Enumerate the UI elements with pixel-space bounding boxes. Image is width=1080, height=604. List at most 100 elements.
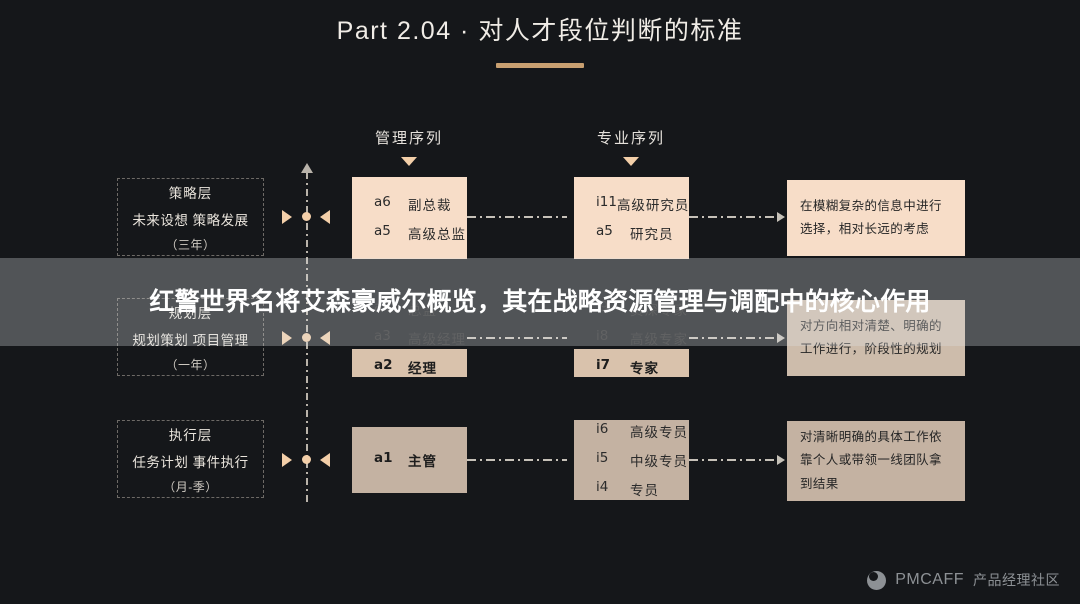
grade-code: a1 <box>374 450 393 466</box>
watermark: PMCAFF 产品经理社区 <box>867 570 1060 590</box>
arrow-right-icon <box>282 210 292 224</box>
description-text: 对清晰明确的具体工作依靠个人或带领一线团队拿到结果 <box>800 430 942 491</box>
grade-row: i8 高级专家 <box>596 328 689 348</box>
axis-node-dot <box>302 333 311 342</box>
grade-name: 副总裁 <box>408 197 452 213</box>
grade-row: a5 研究员 <box>596 223 689 243</box>
grade-name: 主管 <box>408 454 437 469</box>
arrow-left-icon <box>320 210 330 224</box>
arrow-left-icon <box>320 331 330 345</box>
layer-title: 规划层 <box>168 305 213 321</box>
grade-code: a3 <box>374 328 391 344</box>
connector-dashed-line <box>689 337 777 339</box>
grade-row: i4 专员 <box>596 479 689 499</box>
grade-code: a4 <box>374 299 391 315</box>
grade-card-highlight-band <box>574 349 689 377</box>
grade-row: a4 总监 <box>374 299 467 319</box>
grade-row: i5 中级专员 <box>596 450 689 470</box>
grade-name: 资深专家 <box>630 303 688 318</box>
grade-name: 中级专员 <box>630 454 688 469</box>
title-underline-rule <box>496 63 584 68</box>
grade-card-management[interactable]: a6 副总裁 a5 高级总监 <box>352 177 467 259</box>
grade-name: 总监 <box>408 303 437 318</box>
grade-code: i6 <box>596 421 609 437</box>
grade-row: a5 高级总监 <box>374 223 467 243</box>
overlay-caption-banner: 红警世界名将艾森豪威尔概览，其在战略资源管理与调配中的核心作用 <box>0 258 1080 346</box>
description-text: 在模糊复杂的信息中进行选择，相对长远的考虑 <box>800 198 942 236</box>
grade-name: 研究员 <box>630 226 674 242</box>
grade-card-management[interactable]: a1 主管 <box>352 427 467 493</box>
grade-code: i4 <box>596 479 609 495</box>
column-header-professional-label: 专业序列 <box>596 130 665 147</box>
axis-node-dot <box>302 455 311 464</box>
grade-row: a6 副总裁 <box>374 194 467 214</box>
layer-term: （月-季） <box>163 479 218 494</box>
grade-name: 专员 <box>630 483 659 498</box>
overlay-caption-text: 红警世界名将艾森豪威尔概览，其在战略资源管理与调配中的核心作用 <box>149 288 931 316</box>
grade-name: 专家 <box>630 361 659 376</box>
column-header-management-label: 管理序列 <box>374 130 443 147</box>
grade-code: i11 <box>596 193 617 210</box>
title-block: Part 2.04 · 对人才段位判断的标准 <box>0 16 1080 68</box>
connector-dashed-line <box>467 216 567 218</box>
grade-name: 高级总监 <box>408 226 466 242</box>
description-text: 对方向相对清楚、明确的工作进行，阶段性的规划 <box>800 318 942 356</box>
layer-subtitle: 未来设想 策略发展 <box>132 212 249 228</box>
grade-name: 高级专员 <box>630 425 688 440</box>
grade-code: a5 <box>374 222 391 239</box>
layer-title: 执行层 <box>168 427 213 443</box>
connector-dashed-line <box>467 459 567 461</box>
connector-dashed-line <box>467 337 567 339</box>
axis-node-dot <box>302 212 311 221</box>
triangle-down-icon <box>623 157 639 166</box>
grade-name: 高级经理 <box>408 332 466 347</box>
grade-row: a1 主管 <box>374 450 467 470</box>
grade-row: i9 资深专家 <box>596 299 689 319</box>
grade-card-highlight-band <box>352 349 467 377</box>
grade-row: a2 经理 <box>374 357 467 377</box>
layer-subtitle: 规划策划 项目管理 <box>132 332 249 348</box>
arrow-right-icon <box>777 333 785 343</box>
connector-dashed-line <box>689 459 777 461</box>
column-header-professional: 专业序列 <box>551 127 711 166</box>
arrow-right-icon <box>282 331 292 345</box>
grade-card-management[interactable]: a4 总监 a3 高级经理 a2 经理 <box>352 297 467 379</box>
grade-name: 经理 <box>408 361 437 376</box>
layer-term: （三年） <box>165 237 216 252</box>
grade-code: i5 <box>596 450 609 466</box>
grade-card-professional[interactable]: i11 高级研究员 a5 研究员 <box>574 177 689 259</box>
layer-term: （一年） <box>165 357 216 372</box>
grade-card-professional[interactable]: i6 高级专员 i5 中级专员 i4 专员 <box>574 420 689 500</box>
grade-name: 高级专家 <box>630 332 688 347</box>
arrow-right-icon <box>777 212 785 222</box>
axis-arrow-up-icon <box>301 163 313 173</box>
layer-box: 规划层 规划策划 项目管理 （一年） <box>117 298 264 376</box>
grade-code: i9 <box>596 299 609 315</box>
triangle-down-icon <box>401 157 417 166</box>
grade-code: a2 <box>374 357 393 373</box>
layer-title: 策略层 <box>168 185 213 201</box>
layer-subtitle: 任务计划 事件执行 <box>132 454 249 470</box>
grade-row: a3 高级经理 <box>374 328 467 348</box>
arrow-left-icon <box>320 453 330 467</box>
connector-dashed-line <box>689 216 777 218</box>
column-header-management: 管理序列 <box>329 127 489 166</box>
description-box: 在模糊复杂的信息中进行选择，相对长远的考虑 <box>787 180 965 256</box>
grade-row: i7 专家 <box>596 357 689 377</box>
arrow-right-icon <box>282 453 292 467</box>
watermark-subtitle: 产品经理社区 <box>973 572 1060 588</box>
page-title: Part 2.04 · 对人才段位判断的标准 <box>336 17 744 45</box>
grade-name: 高级研究员 <box>616 197 690 213</box>
grade-row: i11 高级研究员 <box>596 194 689 214</box>
layer-box: 策略层 未来设想 策略发展 （三年） <box>117 178 264 256</box>
watermark-brand: PMCAFF <box>895 571 964 588</box>
pmcaff-logo-icon <box>867 570 887 590</box>
grade-code: i8 <box>596 328 609 344</box>
grade-row: i6 高级专员 <box>596 421 689 441</box>
description-box: 对方向相对清楚、明确的工作进行，阶段性的规划 <box>787 300 965 376</box>
grade-code: a5 <box>596 222 613 239</box>
grade-card-professional[interactable]: i9 资深专家 i8 高级专家 i7 专家 <box>574 297 689 379</box>
description-box: 对清晰明确的具体工作依靠个人或带领一线团队拿到结果 <box>787 421 965 501</box>
grade-code: a6 <box>374 193 391 210</box>
